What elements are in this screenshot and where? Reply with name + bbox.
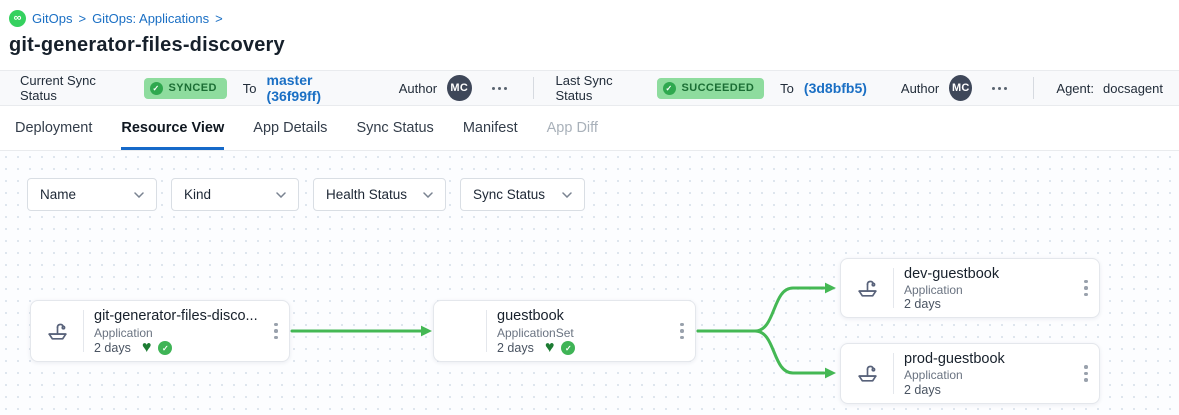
last-sync-status-label: Last Sync Status (555, 73, 613, 103)
tab-deployment[interactable]: Deployment (15, 119, 93, 136)
current-author-label: Author (398, 80, 438, 96)
health-heart-icon: ♥ (544, 339, 555, 356)
filter-bar: Name Kind Health Status Sync Status (27, 178, 585, 211)
gitops-logo-icon: ∞ (9, 10, 26, 27)
current-more-options-icon[interactable] (488, 83, 511, 94)
current-to-label: To (242, 80, 257, 96)
current-revision-link[interactable]: master (36f99ff) (266, 72, 321, 104)
chevron-down-icon (423, 191, 433, 198)
argo-application-icon (841, 344, 893, 403)
node-kind: Application (904, 368, 963, 382)
filter-health-status-label: Health Status (326, 187, 408, 202)
node-body: guestbook ApplicationSet 2 days ♥ ✓ (487, 301, 669, 361)
node-body: dev-guestbook Application 2 days (894, 259, 1073, 317)
node-title: dev-guestbook (904, 266, 1000, 282)
last-more-options-icon[interactable] (988, 83, 1011, 94)
node-title: prod-guestbook (904, 351, 1005, 367)
node-divider (83, 310, 84, 352)
node-divider (893, 353, 894, 394)
node-kind: Application (94, 325, 153, 340)
argo-application-icon (31, 301, 83, 361)
node-age: 2 days (94, 341, 131, 355)
node-age: 2 days (497, 341, 534, 355)
node-kebab-menu-icon[interactable] (263, 301, 289, 361)
status-divider (532, 77, 534, 99)
page-title: git-generator-files-discovery (9, 34, 285, 56)
graph-node-root-application[interactable]: git-generator-files-disco... Application… (30, 300, 290, 362)
breadcrumb-applications[interactable]: GitOps: Applications (92, 11, 210, 26)
tab-app-diff: App Diff (546, 119, 598, 136)
succeeded-badge-label: SUCCEEDED (681, 82, 755, 94)
synced-status-badge: ✓ SYNCED (143, 77, 227, 99)
last-revision-link[interactable]: (3d8bfb5) (803, 80, 867, 96)
node-icon-placeholder (434, 301, 486, 361)
chevron-down-icon (276, 191, 286, 198)
sync-check-icon: ✓ (158, 341, 173, 355)
node-title: guestbook (497, 308, 564, 324)
health-heart-icon: ♥ (141, 339, 152, 356)
graph-node-guestbook-appset[interactable]: guestbook ApplicationSet 2 days ♥ ✓ (433, 300, 696, 362)
current-author-avatar: MC (447, 75, 472, 101)
node-kebab-menu-icon[interactable] (1073, 344, 1099, 403)
node-age: 2 days (904, 383, 941, 397)
current-sync-status-group: Current Sync Status ✓ SYNCED To master (… (20, 72, 511, 104)
filter-sync-status-dropdown[interactable]: Sync Status (460, 178, 585, 211)
argo-application-icon (841, 259, 893, 317)
breadcrumb-gitops[interactable]: GitOps (32, 11, 73, 26)
filter-name-dropdown[interactable]: Name (27, 178, 157, 211)
last-author-label: Author (900, 80, 940, 96)
tab-resource-view[interactable]: Resource View (121, 106, 225, 150)
page-header: ∞ GitOps > GitOps: Applications > git-ge… (0, 0, 1179, 70)
filter-name-label: Name (40, 187, 77, 202)
chevron-down-icon (562, 191, 572, 198)
check-circle-icon: ✓ (149, 81, 163, 95)
tab-manifest[interactable]: Manifest (462, 119, 518, 136)
filter-health-status-dropdown[interactable]: Health Status (313, 178, 446, 211)
tab-bar: Deployment Resource View App Details Syn… (0, 106, 1179, 151)
graph-node-dev-guestbook[interactable]: dev-guestbook Application 2 days (840, 258, 1100, 318)
node-body: prod-guestbook Application 2 days (894, 344, 1073, 403)
sync-check-icon: ✓ (561, 341, 576, 355)
node-divider (893, 268, 894, 308)
last-sync-status-group: Last Sync Status ✓ SUCCEEDED To (3d8bfb5… (555, 73, 1011, 103)
tab-app-details[interactable]: App Details (253, 119, 328, 136)
node-body: git-generator-files-disco... Application… (84, 301, 263, 361)
agent-group: Agent: docsagent (1011, 77, 1163, 99)
resource-graph-canvas: Name Kind Health Status Sync Status (0, 151, 1179, 415)
breadcrumb-separator: > (215, 11, 223, 26)
last-to-label: To (780, 80, 794, 96)
node-kebab-menu-icon[interactable] (1073, 259, 1099, 317)
filter-sync-status-label: Sync Status (473, 187, 546, 202)
filter-kind-dropdown[interactable]: Kind (171, 178, 299, 211)
sync-status-bar: Current Sync Status ✓ SYNCED To master (… (0, 70, 1179, 106)
agent-label: Agent: (1056, 80, 1094, 96)
breadcrumb: ∞ GitOps > GitOps: Applications > (9, 10, 1159, 27)
agent-value: docsagent (1103, 80, 1163, 96)
graph-node-prod-guestbook[interactable]: prod-guestbook Application 2 days (840, 343, 1100, 404)
current-sync-status-label: Current Sync Status (20, 73, 96, 103)
breadcrumb-separator: > (78, 11, 87, 26)
chevron-down-icon (134, 191, 144, 198)
succeeded-status-badge: ✓ SUCCEEDED (656, 77, 765, 99)
check-circle-icon: ✓ (662, 81, 676, 95)
node-title: git-generator-files-disco... (94, 308, 258, 324)
status-divider (1033, 77, 1035, 99)
tab-sync-status[interactable]: Sync Status (356, 119, 434, 136)
filter-kind-label: Kind (184, 187, 212, 202)
synced-badge-label: SYNCED (168, 82, 217, 94)
node-divider (486, 310, 487, 352)
node-kind: ApplicationSet (497, 325, 574, 340)
node-kind: Application (904, 282, 963, 297)
node-age: 2 days (904, 297, 941, 311)
node-kebab-menu-icon[interactable] (669, 301, 695, 361)
last-author-avatar: MC (949, 75, 973, 101)
